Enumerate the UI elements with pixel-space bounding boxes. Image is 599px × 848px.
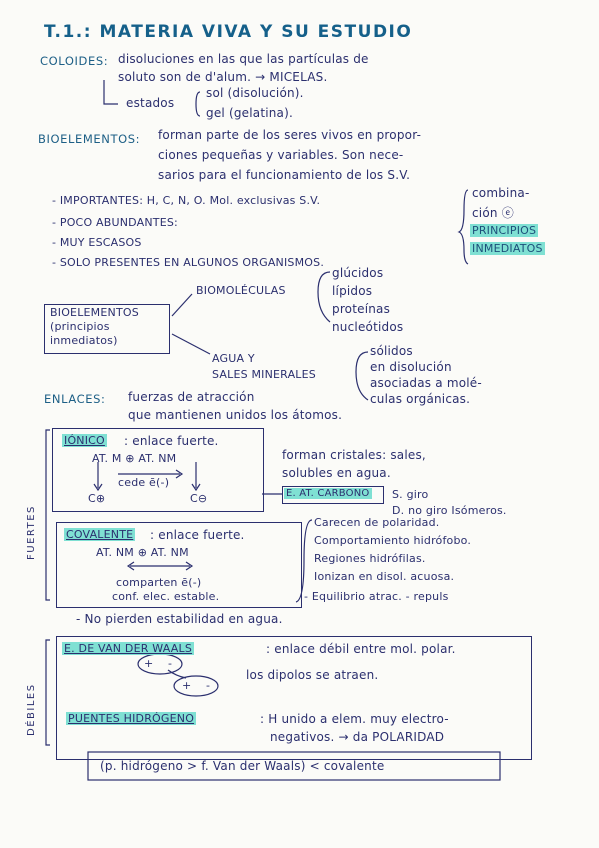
bioelementos-item: - POCO ABUNDANTES: xyxy=(52,216,178,229)
biomolecula-item: proteínas xyxy=(332,302,391,316)
ionico-desc: : enlace fuerte. xyxy=(124,434,219,448)
bioelementos-item: - MUY ESCASOS xyxy=(52,236,142,249)
vanderwaals-name: E. DE VAN DER WAALS xyxy=(62,642,195,655)
combinacion-line1: combina- xyxy=(472,186,530,200)
dipole-plus: + xyxy=(144,657,154,670)
estados-label: estados xyxy=(126,96,175,110)
coloides-label: COLOIDES: xyxy=(40,54,109,68)
carbono-d: D. no giro Isómeros. xyxy=(392,504,507,517)
principios-label: PRINCIPIOS xyxy=(470,224,539,237)
covalente-box xyxy=(56,522,302,608)
debiles-label: DÉBILES xyxy=(26,683,37,736)
carbono-s: S. giro xyxy=(392,488,429,501)
box-label-line3: inmediatos) xyxy=(50,334,118,347)
vanderwaals-desc: : enlace débil entre mol. polar. xyxy=(266,642,456,656)
carbono-label: E. AT. CARBONO xyxy=(284,488,372,499)
agua-item: culas orgánicas. xyxy=(370,392,471,406)
inmediatos-label: INMEDIATOS xyxy=(470,242,545,255)
box-label-line2: (principios xyxy=(50,320,110,333)
covalente-prop: - Equilibrio atrac. - repuls xyxy=(304,590,449,603)
combinacion-line2: ción ⓔ xyxy=(472,206,514,220)
dipole-minus: - xyxy=(206,679,211,692)
dipole-minus: - xyxy=(168,657,173,670)
box-label-line1: BIOELEMENTOS xyxy=(50,306,139,319)
bioelementos-item: - SOLO PRESENTES EN ALGUNOS ORGANISMOS. xyxy=(52,256,325,269)
puentes-desc: : H unido a elem. muy electro- xyxy=(260,712,449,726)
estado-sol: sol (disolución). xyxy=(206,86,304,100)
coloides-line1: disoluciones en las que las partículas d… xyxy=(118,52,369,66)
ionico-cede: cede ē(-) xyxy=(118,476,170,489)
ionico-side2: solubles en agua. xyxy=(282,466,391,480)
covalente-prop: Regiones hidrófilas. xyxy=(314,552,426,565)
agua-item: en disolución xyxy=(370,360,452,374)
vanderwaals-line2: los dipolos se atraen. xyxy=(246,668,379,682)
covalente-line2: conf. elec. estable. xyxy=(112,590,220,603)
estado-gel: gel (gelatina). xyxy=(206,106,294,120)
puentes-name: PUENTES HIDRÓGENO xyxy=(66,712,197,725)
fuertes-label: FUERTES xyxy=(26,505,37,560)
page-title: T.1.: MATERIA VIVA Y SU ESTUDIO xyxy=(44,22,413,42)
biomolecula-item: glúcidos xyxy=(332,266,384,280)
covalente-name: COVALENTE xyxy=(64,528,136,541)
ionico-formula: AT. M ⊕ AT. NM xyxy=(92,452,177,465)
enlaces-line1: fuerzas de atracción xyxy=(128,390,255,404)
enlaces-line2: que mantienen unidos los átomos. xyxy=(128,408,343,422)
biomoleculas-label: BIOMOLÉCULAS xyxy=(196,284,286,297)
bioelementos-box xyxy=(44,304,170,354)
dipole-plus: + xyxy=(182,679,192,692)
covalente-desc: : enlace fuerte. xyxy=(150,528,245,542)
ionico-anion: C⊖ xyxy=(190,492,208,505)
bioelementos-line3: sarios para el funcionamiento de los S.V… xyxy=(158,168,411,182)
covalente-note: - No pierden estabilidad en agua. xyxy=(76,612,283,626)
coloides-line2: soluto son de d'alum. → MICELAS. xyxy=(118,70,328,84)
puentes-line2: negativos. → da POLARIDAD xyxy=(270,730,445,744)
carbono-box xyxy=(282,486,384,504)
ionico-cation: C⊕ xyxy=(88,492,106,505)
agua-item: asociadas a molé- xyxy=(370,376,482,390)
agua-item: sólidos xyxy=(370,344,413,358)
ionico-box xyxy=(52,428,264,512)
summary-text: (p. hidrógeno > f. Van der Waals) < cova… xyxy=(100,759,385,773)
estados-arrow xyxy=(103,80,118,105)
agua-label: AGUA Y xyxy=(212,352,255,365)
biomolecula-item: lípidos xyxy=(332,284,373,298)
sales-label: SALES MINERALES xyxy=(212,368,316,381)
bioelementos-line1: forman parte de los seres vivos en propo… xyxy=(158,128,422,142)
ionico-side1: forman cristales: sales, xyxy=(282,448,426,462)
covalente-prop: Carecen de polaridad. xyxy=(314,516,440,529)
biomolecula-item: nucleótidos xyxy=(332,320,404,334)
covalente-formula: AT. NM ⊕ AT. NM xyxy=(96,546,189,559)
bioelementos-line2: ciones pequeñas y variables. Son nece- xyxy=(158,148,404,162)
covalente-prop: Comportamiento hidrófobo. xyxy=(314,534,472,547)
bioelementos-item: - IMPORTANTES: H, C, N, O. Mol. exclusiv… xyxy=(52,194,321,207)
enlaces-label: ENLACES: xyxy=(44,392,106,406)
covalente-prop: Ionizan en disol. acuosa. xyxy=(314,570,455,583)
debiles-box xyxy=(56,636,532,760)
bioelementos-label: BIOELEMENTOS: xyxy=(38,132,141,146)
covalente-line1: comparten ē(-) xyxy=(116,576,202,589)
ionico-name: IÓNICO xyxy=(62,434,107,447)
